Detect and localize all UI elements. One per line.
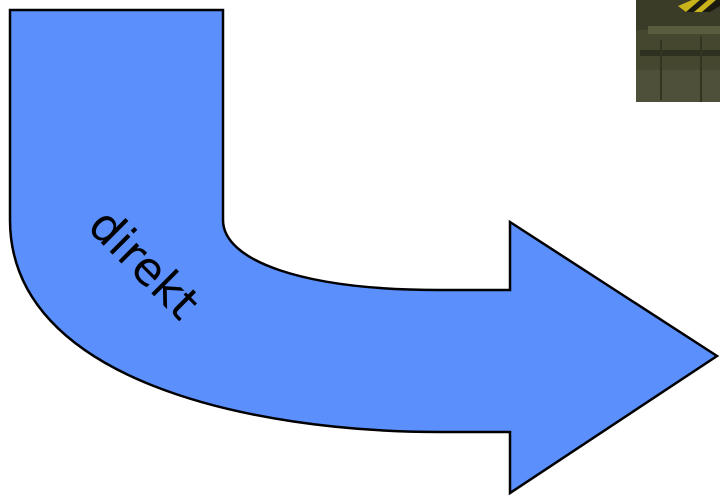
photo-thumbnail-icon <box>636 0 720 102</box>
